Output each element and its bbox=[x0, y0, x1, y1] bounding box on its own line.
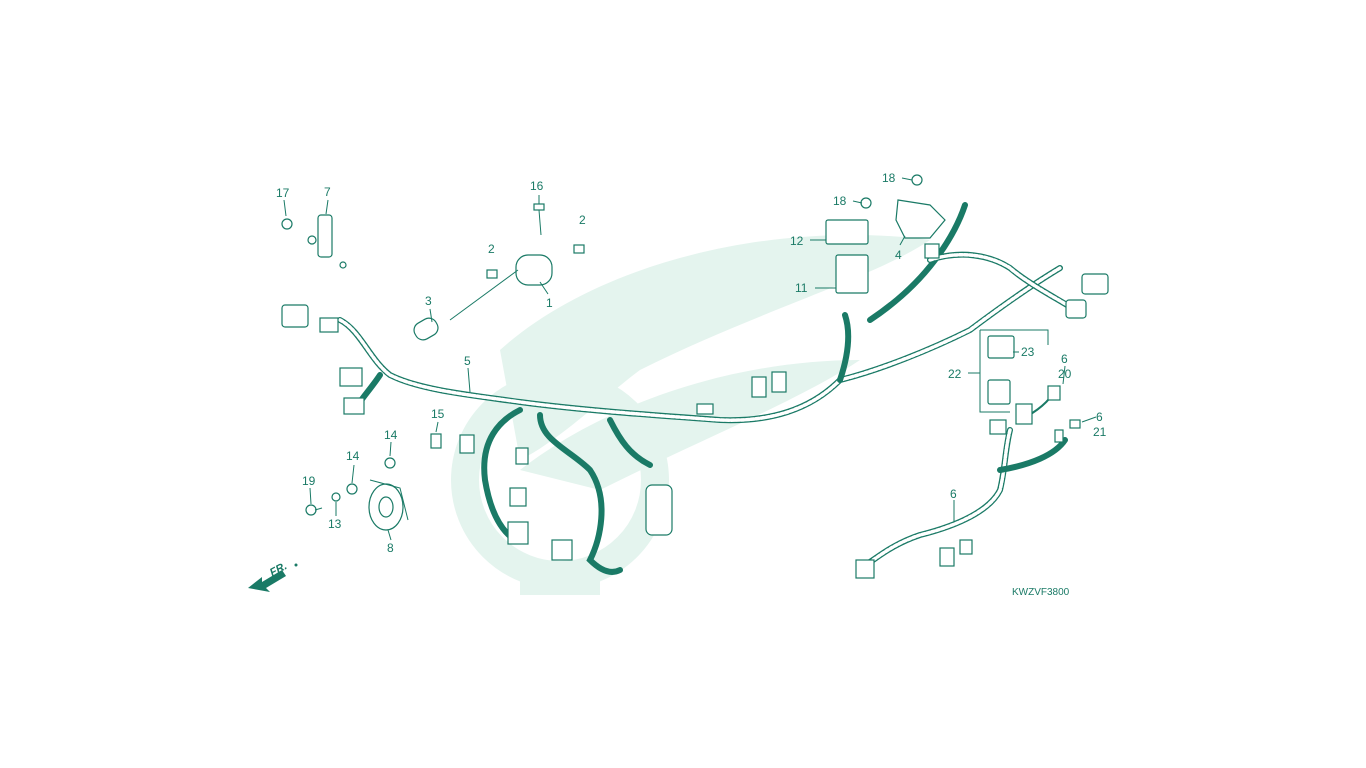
connectors-right bbox=[855, 273, 1109, 579]
callout-6c: 6 bbox=[950, 487, 957, 501]
callout-4: 4 bbox=[895, 248, 902, 262]
callout-13: 13 bbox=[328, 517, 342, 531]
bolt-17 bbox=[281, 218, 293, 230]
callout-1: 1 bbox=[546, 296, 553, 310]
callout-3: 3 bbox=[425, 294, 432, 308]
callout-18b: 18 bbox=[833, 194, 847, 208]
callout-7: 7 bbox=[324, 185, 331, 199]
drawing-code: KWZVF3800 bbox=[1012, 587, 1070, 598]
capacitor bbox=[645, 484, 673, 536]
ignition-coil bbox=[413, 254, 553, 341]
nut-13 bbox=[331, 492, 341, 502]
callout-15: 15 bbox=[431, 407, 445, 421]
callouts: 17 7 16 2 2 1 3 5 15 14 14 19 13 8 18 18… bbox=[276, 171, 1107, 555]
bolt-16 bbox=[533, 203, 545, 236]
callout-23: 23 bbox=[1021, 345, 1035, 359]
module-12 bbox=[825, 219, 869, 245]
callout-16: 16 bbox=[530, 179, 544, 193]
clamp-2b bbox=[573, 244, 585, 254]
callout-6a: 6 bbox=[1061, 352, 1068, 366]
callout-18a: 18 bbox=[882, 171, 896, 185]
callout-11: 11 bbox=[795, 281, 808, 295]
connector-left-top bbox=[281, 304, 339, 333]
callout-21: 21 bbox=[1093, 425, 1107, 439]
connector-left-mid bbox=[339, 367, 365, 415]
main-wire-harness bbox=[337, 202, 1078, 575]
callout-8: 8 bbox=[387, 541, 394, 555]
relay-4 bbox=[895, 199, 946, 259]
clip-15 bbox=[430, 433, 442, 449]
callout-22: 22 bbox=[948, 367, 962, 381]
horn bbox=[368, 479, 409, 531]
washer-14b bbox=[384, 457, 396, 469]
front-direction-arrow: FR. bbox=[248, 560, 298, 592]
callout-6b: 6 bbox=[1096, 410, 1103, 424]
front-arrow-label: FR. bbox=[268, 560, 289, 579]
callout-14b: 14 bbox=[346, 449, 360, 463]
bracket-22 bbox=[968, 329, 1049, 413]
callout-2b: 2 bbox=[579, 213, 586, 227]
callout-12: 12 bbox=[790, 234, 804, 248]
bolt-18a bbox=[860, 197, 872, 209]
callout-17: 17 bbox=[276, 186, 290, 200]
bolt-19 bbox=[305, 504, 323, 516]
module-11 bbox=[835, 254, 869, 294]
callout-2a: 2 bbox=[488, 242, 495, 256]
clamp-2a bbox=[486, 269, 498, 279]
callout-19: 19 bbox=[302, 474, 316, 488]
bolt-18b bbox=[911, 174, 923, 186]
callout-14a: 14 bbox=[384, 428, 398, 442]
callout-5: 5 bbox=[464, 354, 471, 368]
connectors-center bbox=[459, 371, 787, 561]
leader-lines bbox=[283, 177, 1097, 541]
sensor-7 bbox=[307, 214, 347, 269]
callout-20: 20 bbox=[1058, 367, 1072, 381]
washer-14a bbox=[346, 483, 358, 495]
